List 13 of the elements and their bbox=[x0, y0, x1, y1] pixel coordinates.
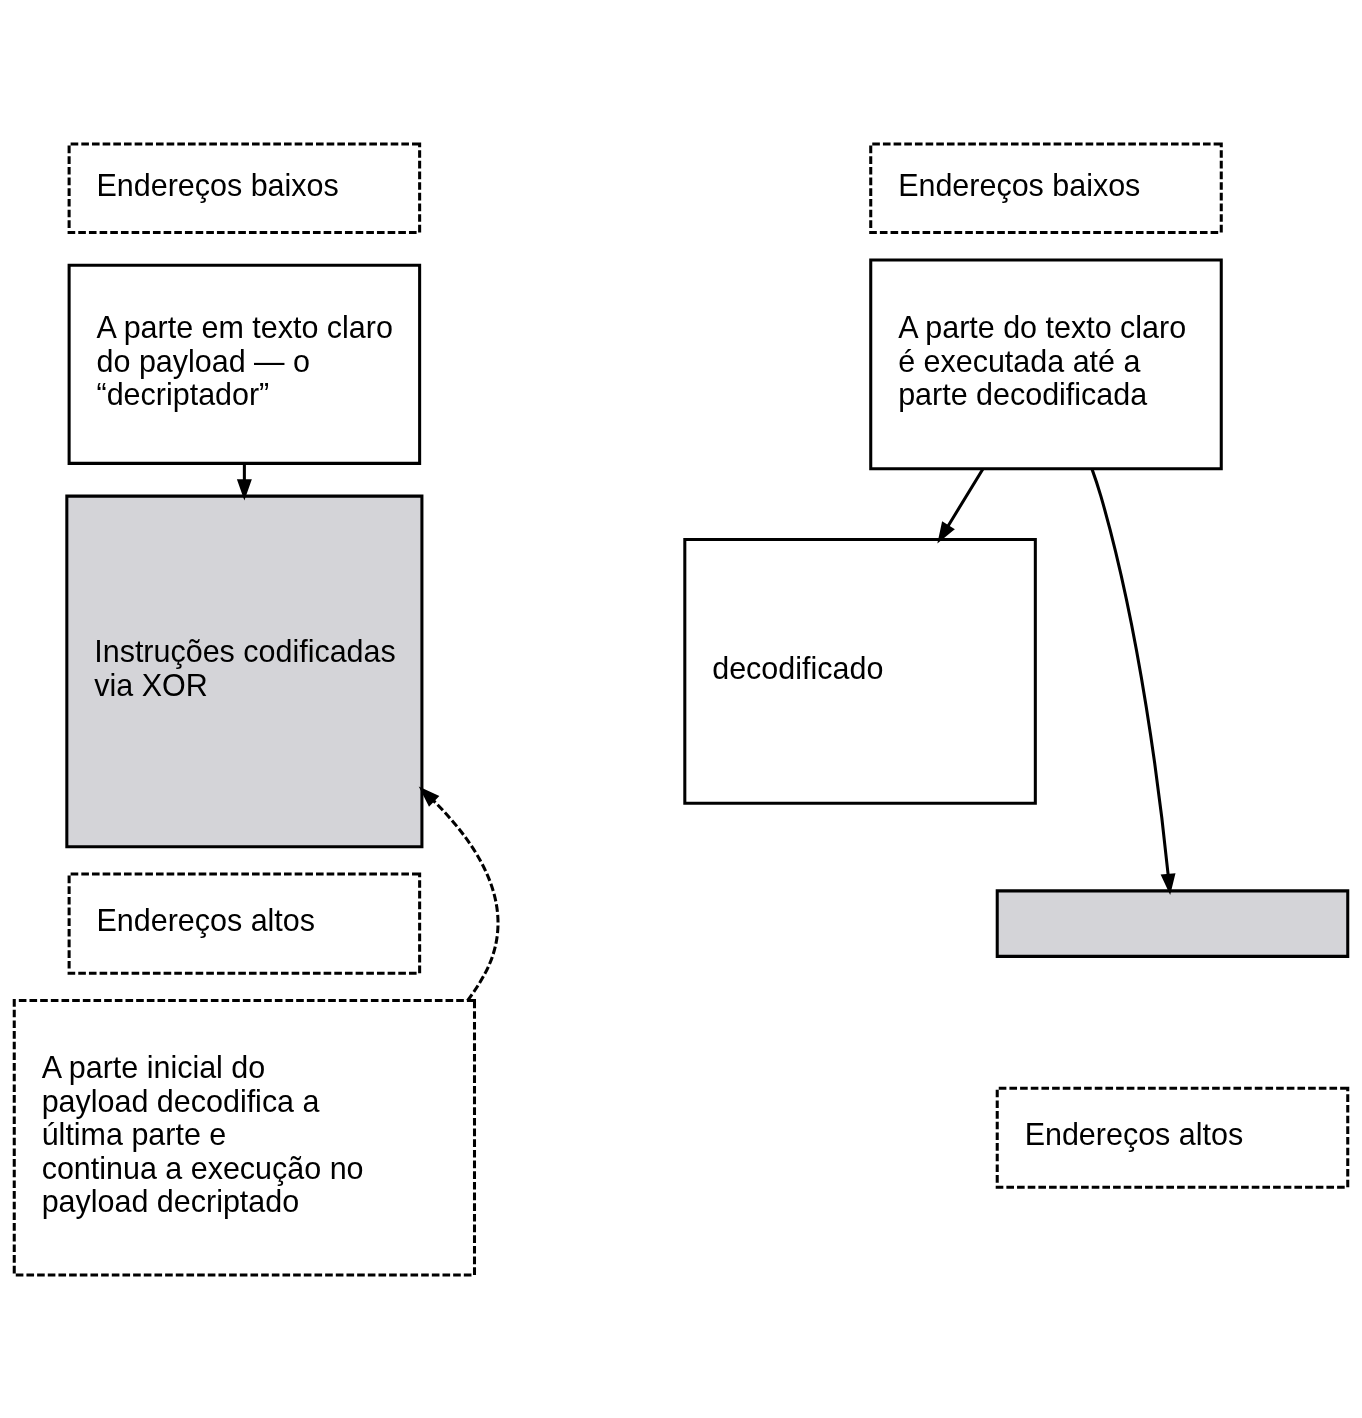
arrow bbox=[1090, 467, 1176, 895]
node-box: Endereços altos bbox=[67, 872, 422, 975]
node-box bbox=[995, 888, 1350, 958]
node-box: decodificado bbox=[683, 537, 1037, 805]
arrow bbox=[418, 786, 500, 1001]
node-box: Endereços baixos bbox=[869, 142, 1223, 234]
arrow bbox=[937, 467, 985, 543]
node-box: A parte em texto claro do payload — o “decriptador” bbox=[67, 263, 422, 465]
node-box: A parte do texto claro é executada até a parte decodificada bbox=[869, 257, 1223, 470]
node-box: Endereços altos bbox=[995, 1086, 1350, 1189]
node-box: A parte inicial do payload decodifica a última parte e continua a execução no payload decriptado bbox=[12, 998, 477, 1276]
node-box: Endereços baixos bbox=[67, 142, 422, 234]
node-box: Instruções codificadas via XOR bbox=[65, 494, 424, 848]
